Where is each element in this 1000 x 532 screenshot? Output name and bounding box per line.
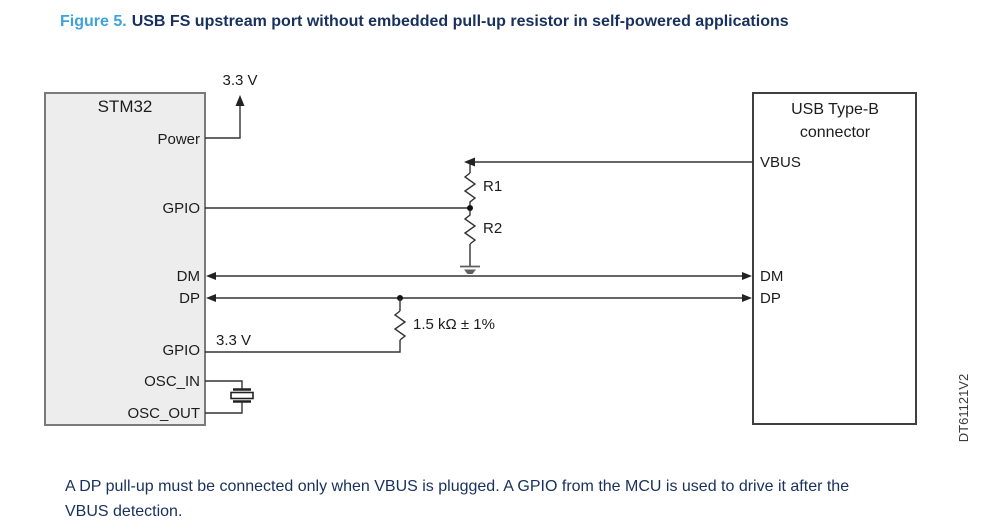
figure-number: Figure 5. [60, 13, 127, 30]
pin-label-power: Power [157, 131, 200, 148]
r1-resistor [463, 172, 477, 205]
document-id-watermark: DT61121V2 [956, 374, 971, 442]
pin-label-gpio-top: GPIO [162, 200, 200, 217]
r2-label: R2 [483, 220, 502, 237]
dp-wire [206, 294, 752, 302]
figure-title-text: USB FS upstream port without embedded pu… [131, 13, 789, 30]
arrow-left-icon [206, 294, 216, 302]
pullup-value-label: 1.5 kΩ ± 1% [413, 316, 495, 333]
figure-title: Figure 5.USB FS upstream port without em… [60, 13, 789, 31]
pin-label-dm-left: DM [177, 268, 200, 285]
figure-note: A DP pull-up must be connected only when… [65, 474, 849, 524]
connector-title-line1: USB Type-B [791, 101, 879, 118]
power-wire [205, 95, 245, 139]
stm32-title: STM32 [98, 97, 153, 116]
crystal-symbol [205, 380, 254, 414]
arrow-right-icon [742, 294, 752, 302]
usb-connector-box [752, 92, 917, 425]
connector-title-line2: connector [800, 124, 871, 141]
ground-symbol [460, 244, 480, 274]
r1-label: R1 [483, 178, 502, 195]
note-line-2: VBUS detection. [65, 503, 183, 520]
supply-label-bottom: 3.3 V [216, 332, 251, 349]
pin-label-dp-right: DP [760, 290, 781, 307]
arrow-left-icon [464, 157, 475, 167]
vbus-wire [464, 157, 753, 173]
arrow-left-icon [206, 272, 216, 280]
arrow-right-icon [742, 272, 752, 280]
arrow-up-icon [235, 95, 245, 106]
pin-label-dp-left: DP [179, 290, 200, 307]
dm-wire [206, 272, 752, 280]
pin-label-vbus: VBUS [760, 154, 801, 171]
pin-label-dm-right: DM [760, 268, 783, 285]
pin-label-osc-in: OSC_IN [144, 373, 200, 390]
pin-label-gpio-bottom: GPIO [162, 342, 200, 359]
r2-resistor [463, 211, 477, 245]
pin-label-osc-out: OSC_OUT [127, 405, 200, 422]
junction-dot [467, 205, 473, 211]
stm32-box [44, 92, 206, 426]
supply-label-top: 3.3 V [222, 72, 257, 89]
pullup-resistor [205, 298, 407, 353]
note-line-1: A DP pull-up must be connected only when… [65, 478, 850, 495]
